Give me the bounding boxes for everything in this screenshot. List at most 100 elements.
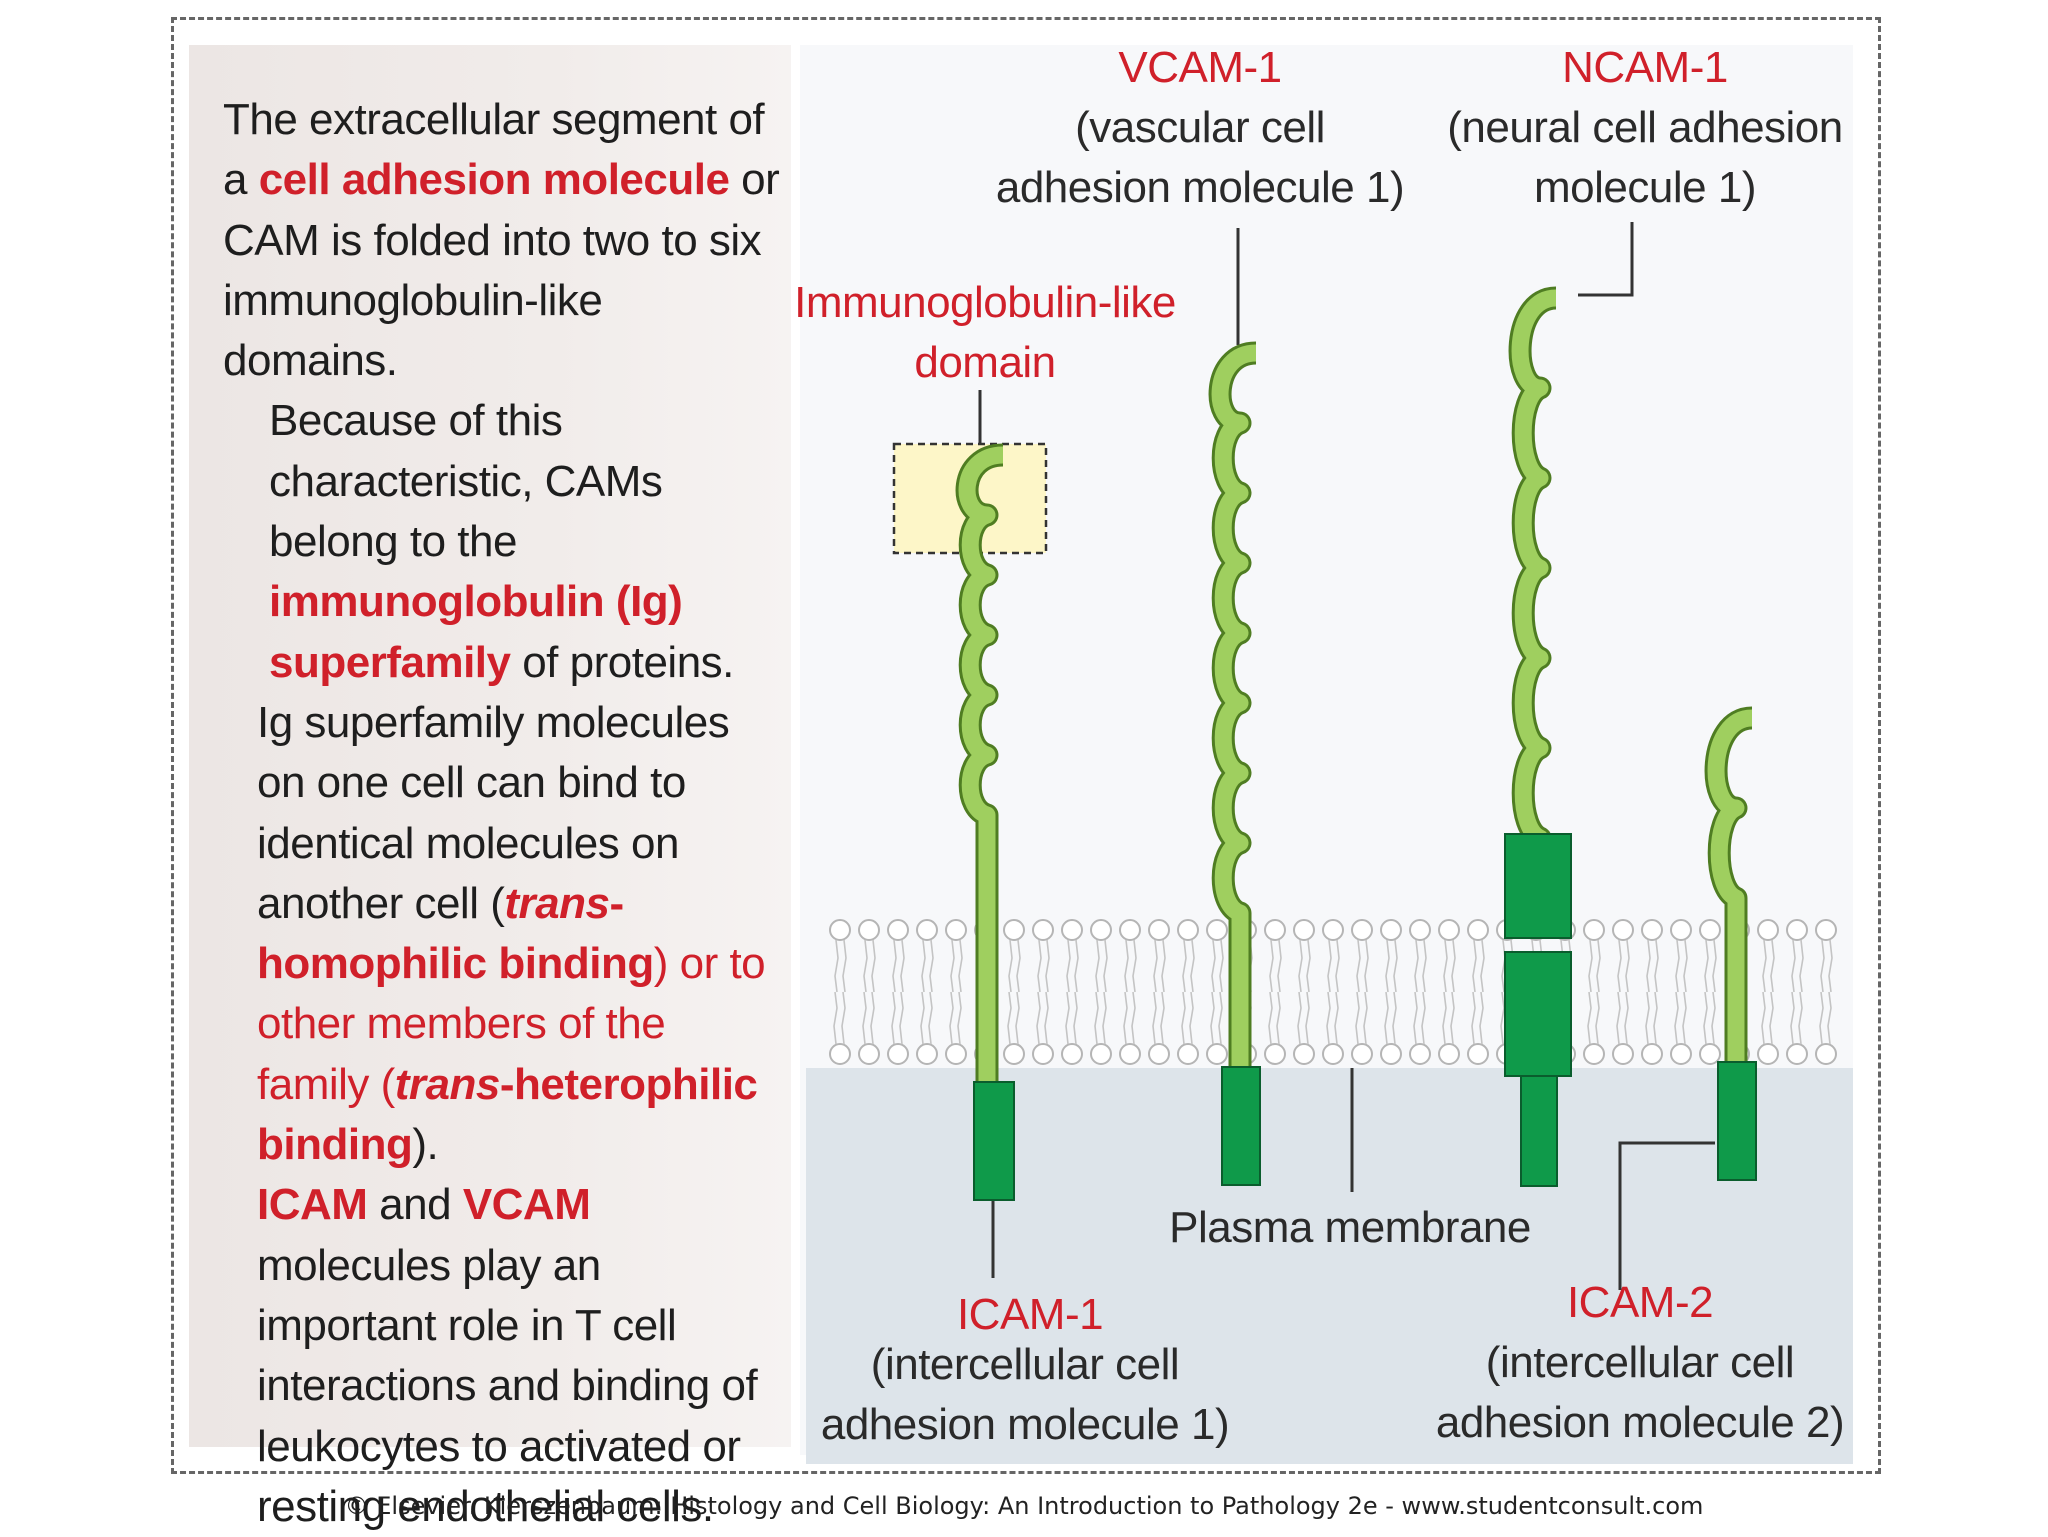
lipid-head-outer — [1583, 919, 1605, 941]
lipid-tail — [1587, 991, 1592, 1045]
lipid-head-inner — [1206, 1043, 1228, 1065]
lipid-head-outer — [1206, 919, 1228, 941]
lipid-tail — [1674, 991, 1679, 1045]
lipid-tail — [929, 939, 934, 993]
molecules — [955, 286, 1757, 1201]
lipid-tail — [1161, 939, 1166, 993]
lipid-tail — [1443, 939, 1448, 993]
lipid-tail — [1160, 991, 1165, 1045]
lipid-tail — [1326, 991, 1331, 1045]
lipid-head-inner — [1090, 1043, 1112, 1065]
text-span: ( — [604, 577, 631, 627]
lipid-tail — [899, 991, 904, 1045]
icam2-name: ICAM-2 — [1566, 1278, 1714, 1327]
lipid-tail — [1305, 991, 1310, 1045]
ig-domain-chain — [1707, 709, 1754, 1065]
lipid-tail — [1306, 939, 1311, 993]
lipid-tail — [1625, 939, 1630, 993]
lipid-tail — [834, 939, 839, 993]
lipid-tail — [1095, 939, 1100, 993]
ncam1-description-line2: molecule 1) — [1534, 163, 1756, 212]
ncam1-transmembrane-block — [1504, 951, 1572, 1077]
lipid-tail — [1385, 939, 1390, 993]
lipid-head-outer — [1090, 919, 1112, 941]
lipid-tail — [1790, 991, 1795, 1045]
lipid-tail — [1327, 939, 1332, 993]
lipid-head-outer — [1003, 919, 1025, 941]
lipid-head-outer — [887, 919, 909, 941]
term-trans: trans — [394, 1059, 501, 1109]
lipid-tail — [1820, 939, 1825, 993]
lipid-tail — [1414, 939, 1419, 993]
lipid-head-inner — [1003, 1043, 1025, 1065]
lipid-tail — [1645, 991, 1650, 1045]
ncam1-cytoplasmic-domain — [1520, 1075, 1558, 1187]
lipid-tail — [958, 939, 963, 993]
lipid-tail — [1770, 939, 1775, 993]
lipid-tail — [1363, 991, 1368, 1045]
lipid-tail — [1384, 991, 1389, 1045]
lipid-tail — [1015, 991, 1020, 1045]
lipid-head-inner — [1177, 1043, 1199, 1065]
lipid-tail — [1277, 939, 1282, 993]
icam2-molecule — [1704, 706, 1757, 1181]
vcam1-cytoplasmic-domain — [1221, 1066, 1261, 1186]
term-vcam: VCAM — [462, 1180, 591, 1230]
leader-line-icam2 — [1618, 1141, 1715, 1290]
lipid-tail — [1276, 991, 1281, 1045]
lipid-head-outer — [1119, 919, 1141, 941]
lipid-head-outer — [858, 919, 880, 941]
lipid-head-outer — [1467, 919, 1489, 941]
lipid-tail — [1218, 991, 1223, 1045]
ncam1-extracellular-block — [1504, 833, 1572, 939]
lipid-tail — [1103, 939, 1108, 993]
plasma-membrane-label: Plasma membrane — [1169, 1203, 1531, 1252]
icam2-description-line1: (intercellular cell — [1485, 1338, 1795, 1387]
lipid-head-outer — [1148, 919, 1170, 941]
lipid-tail — [1413, 991, 1418, 1045]
lipid-tail — [1422, 939, 1427, 993]
lipid-head-inner — [1264, 1043, 1286, 1065]
term-ig: Ig — [630, 577, 669, 627]
lipid-head-outer — [1699, 919, 1721, 941]
lipid-head-outer — [1293, 919, 1315, 941]
lipid-head-outer — [1351, 919, 1373, 941]
lipid-tail — [1712, 939, 1717, 993]
lipid-tail — [1479, 991, 1484, 1045]
lipid-head-inner — [887, 1043, 909, 1065]
text-span: of proteins. — [510, 637, 734, 687]
lipid-tail — [891, 991, 896, 1045]
lipid-tail — [1711, 991, 1716, 1045]
lipid-tail — [1393, 939, 1398, 993]
ncam1-molecule — [1504, 286, 1572, 1187]
lipid-tail — [1123, 991, 1128, 1045]
lipid-head-inner — [1119, 1043, 1141, 1065]
term-superfamily: superfamily — [269, 637, 511, 687]
lipid-head-inner — [1293, 1043, 1315, 1065]
text-span: The extracellular segment of a — [223, 95, 765, 205]
ig-domain-label-line2: domain — [914, 338, 1056, 387]
lipid-tail — [1703, 991, 1708, 1045]
lipid-tail — [1073, 991, 1078, 1045]
lipid-head-inner — [1467, 1043, 1489, 1065]
lipid-tail — [1036, 991, 1041, 1045]
ig-domain-label-line1: Immunoglobulin-like — [794, 278, 1176, 327]
lipid-tail — [1617, 939, 1622, 993]
term-cell-adhesion-molecule: cell adhesion molecule — [258, 155, 730, 205]
lipid-head-inner — [858, 1043, 880, 1065]
text-span: ) — [668, 577, 683, 627]
lipid-tail — [1211, 939, 1216, 993]
lipid-head-inner — [1670, 1043, 1692, 1065]
lipid-tail — [1596, 939, 1601, 993]
lipid-tail — [1588, 939, 1593, 993]
lipid-tail — [1190, 939, 1195, 993]
leader-lines — [978, 222, 1715, 1290]
lipid-tail — [1761, 991, 1766, 1045]
lipid-tail — [1124, 939, 1129, 993]
text-span: or CAM is folded into two to six immunog… — [223, 155, 780, 386]
lipid-tail — [1132, 939, 1137, 993]
lipid-tail — [1654, 939, 1659, 993]
term-immunoglobulin: immunoglobulin — [269, 577, 605, 627]
lipid-head-inner — [1786, 1043, 1808, 1065]
vcam1-description-line2: adhesion molecule 1) — [995, 163, 1405, 212]
